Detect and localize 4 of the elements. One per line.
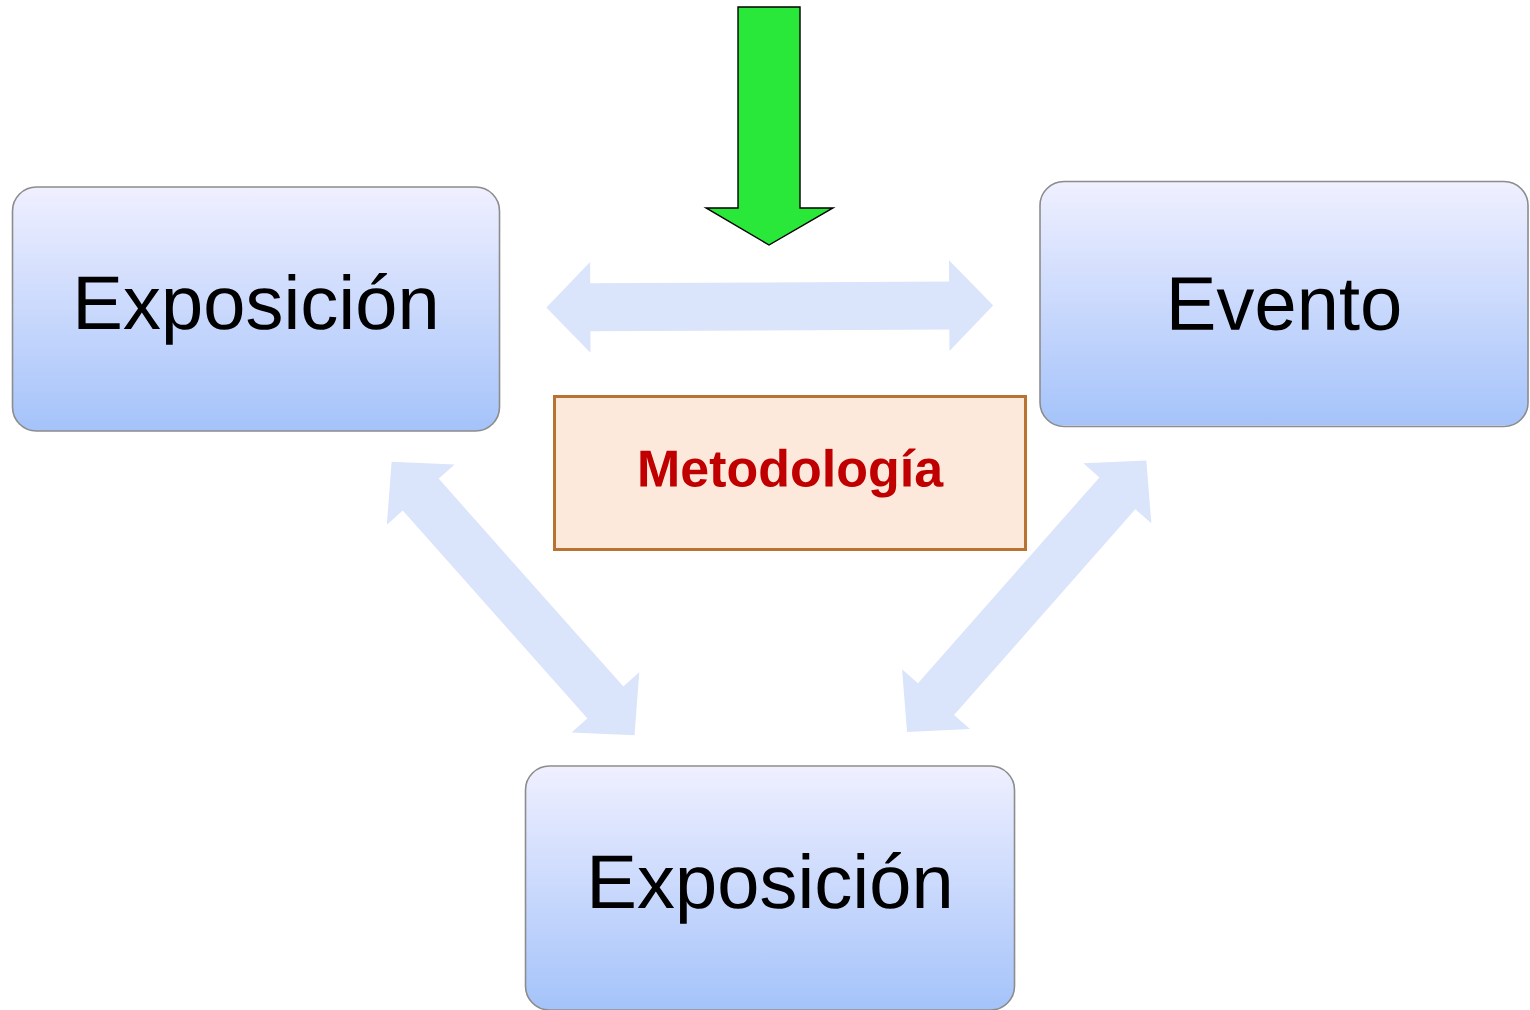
process-box: Exposición <box>11 186 501 432</box>
process-box: Exposición <box>524 765 1016 1010</box>
process-box: Evento <box>1039 180 1529 428</box>
method-box: Metodología <box>553 395 1027 551</box>
